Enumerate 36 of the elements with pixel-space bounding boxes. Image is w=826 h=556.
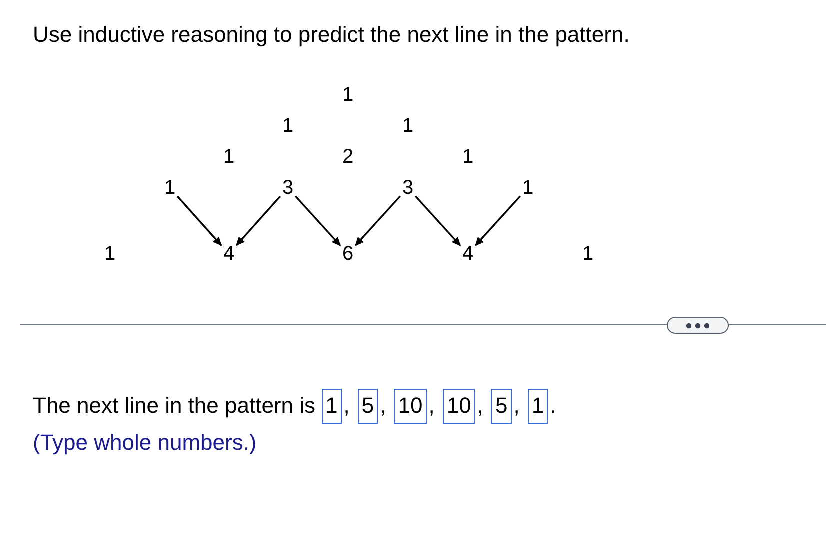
number: 1 — [582, 244, 594, 264]
number: 1 — [402, 116, 414, 136]
number: 3 — [282, 178, 294, 198]
number: 4 — [462, 244, 474, 264]
number: 1 — [282, 116, 294, 136]
punctuation-mark: , — [428, 393, 435, 419]
hint-text: (Type whole numbers.) — [33, 430, 257, 456]
answer-box: 10 — [394, 388, 427, 424]
question-text: Use inductive reasoning to predict the next line in the pattern. — [33, 22, 630, 48]
number: 4 — [223, 244, 235, 264]
answer-box: 10 — [442, 388, 476, 424]
arrow — [354, 196, 402, 246]
arrow — [474, 196, 522, 246]
punctuation-mark: , — [514, 393, 520, 419]
number: 1 — [522, 178, 534, 198]
answer-box: 1 — [322, 388, 342, 424]
number: 1 — [223, 147, 235, 167]
number: 3 — [402, 178, 414, 198]
answer-box: 5 — [491, 388, 512, 424]
number: 1 — [164, 178, 176, 198]
arrow — [176, 196, 222, 246]
answer-box: 5 — [358, 388, 378, 424]
number: 6 — [342, 244, 354, 264]
arrow — [414, 196, 462, 246]
answer-box: 1 — [528, 388, 548, 424]
number: 2 — [342, 147, 354, 167]
prompt-text: The next line in the pattern is — [33, 393, 316, 419]
punctuation-mark: . — [550, 393, 556, 419]
punctuation-mark: , — [477, 393, 484, 419]
number: 1 — [342, 85, 354, 105]
arrow — [236, 196, 282, 246]
punctuation-mark: , — [380, 393, 386, 419]
arrow — [294, 196, 342, 246]
number: 1 — [462, 147, 474, 167]
number: 1 — [104, 244, 116, 264]
punctuation-mark: , — [344, 393, 350, 419]
